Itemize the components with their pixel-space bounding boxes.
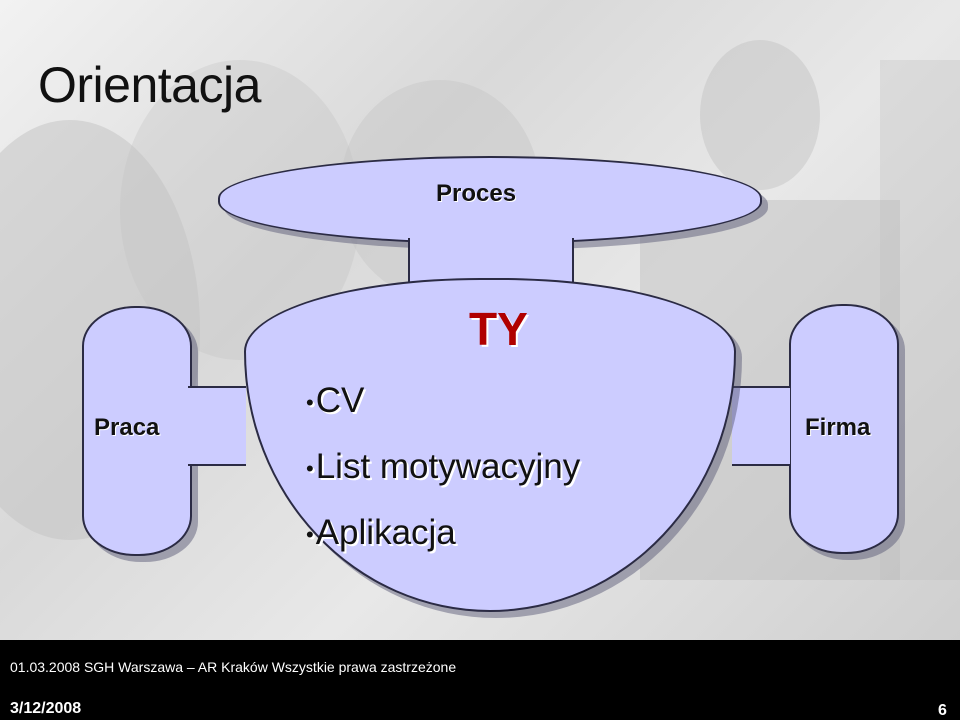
bullet-icon: • [306,389,314,415]
firma-shape [789,304,899,554]
bullet-icon: • [306,521,314,547]
page-number: 6 [938,702,947,719]
slide-title: Orientacja [38,57,261,113]
firma-label: Firma [805,414,871,441]
connector-top [408,238,574,284]
bullet-item: •Aplikacja [306,513,456,552]
footer-copyright: 01.03.2008 SGH Warszawa – AR Kraków Wszy… [10,659,457,675]
connector-left [188,386,246,466]
bullet-item: •List motywacyjny [306,447,581,486]
center-heading: TY [469,303,528,355]
center-bullet-list: •CV •List motywacyjny •Aplikacja [306,378,580,576]
proces-label: Proces [436,180,517,207]
praca-label: Praca [94,414,160,441]
bullet-item: •CV [306,381,365,420]
bullet-icon: • [306,455,314,481]
connector-right [732,386,790,466]
footer-date: 3/12/2008 [10,700,82,717]
footer-bar: 01.03.2008 SGH Warszawa – AR Kraków Wszy… [0,640,960,720]
